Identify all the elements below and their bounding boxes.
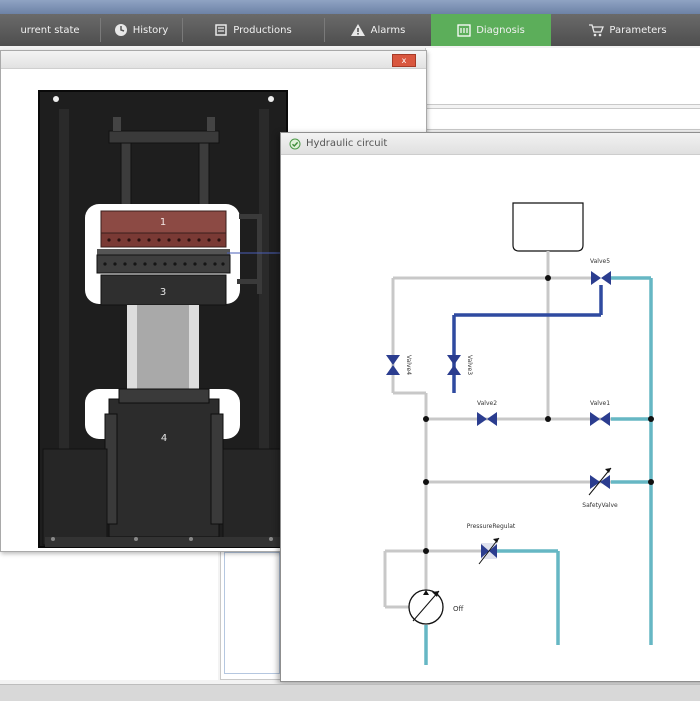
tab-parameters[interactable]: Parameters (555, 14, 700, 46)
press-machine-drawing: 1 3 4 (38, 90, 306, 548)
valve1[interactable]: Valve1 (590, 400, 610, 426)
alarm-warning-icon (350, 24, 365, 36)
safety-valve[interactable]: SafetyValve (582, 467, 618, 509)
background-panel (220, 548, 284, 680)
history-icon (114, 24, 127, 36)
part-label-3: 3 (160, 287, 166, 298)
history-tab-label: History (132, 24, 169, 36)
hydraulic-window-titlebar: Hydraulic circuit (281, 133, 700, 155)
oil-tank (512, 202, 584, 252)
productions-icon (215, 24, 228, 36)
valve3[interactable]: Valve3 (447, 355, 473, 375)
hydraulic-pump[interactable]: Off (408, 589, 464, 625)
tab-productions[interactable]: Productions (183, 14, 323, 46)
hydraulic-cylinder-4 (108, 398, 220, 538)
part-label-4: 4 (161, 433, 167, 444)
parameters-tab-label: Parameters (609, 24, 667, 36)
tab-divider (100, 18, 101, 42)
moving-platen-3 (100, 274, 227, 306)
background-panel (0, 552, 218, 680)
pressure-line (452, 285, 603, 393)
alarms-tab-label: Alarms (370, 24, 406, 36)
tab-history[interactable]: History (101, 14, 181, 46)
hydraulic-circuit-diagram: Valve5 Valve4 Valve3 Valve2 Valve1 Safet… (383, 202, 654, 665)
background-panel (425, 48, 700, 105)
valve5-label: Valve5 (590, 258, 610, 265)
tab-divider (324, 18, 325, 42)
valve4-label: Valve4 (405, 355, 412, 375)
machine-window-titlebar: x (1, 51, 426, 69)
pump-state-label: Off (453, 605, 464, 613)
main-tab-bar: urrent state History Productions Alarms … (0, 14, 700, 46)
piston-rod (137, 305, 189, 397)
close-button[interactable]: x (392, 54, 416, 67)
valve1-label: Valve1 (590, 400, 610, 407)
bottom-status-bar (0, 684, 700, 701)
productions-tab-label: Productions (233, 24, 292, 36)
tab-divider (182, 18, 183, 42)
return-lines (424, 276, 653, 665)
valve2-label: Valve2 (477, 400, 497, 407)
current-state-tab-label: urrent state (20, 24, 80, 36)
window-status-icon (289, 138, 301, 149)
hydraulic-circuit-window: Hydraulic circuit (280, 132, 700, 682)
background-panel (425, 108, 700, 130)
parameters-cart-icon (589, 24, 605, 37)
hydraulic-window-title: Hydraulic circuit (306, 138, 388, 149)
diagnosis-tab-label: Diagnosis (476, 24, 525, 36)
tab-diagnosis[interactable]: Diagnosis (431, 14, 551, 46)
valve4[interactable]: Valve4 (386, 355, 412, 375)
valve3-label: Valve3 (466, 355, 473, 375)
valve5[interactable]: Valve5 (590, 258, 611, 285)
background-frame (224, 552, 280, 674)
valve2[interactable]: Valve2 (477, 400, 497, 426)
part-label-1: 1 (160, 217, 166, 228)
bolt-icon (268, 96, 274, 102)
close-label: x (401, 56, 407, 65)
tab-alarms[interactable]: Alarms (325, 14, 430, 46)
pressure-regulator[interactable]: PressureRegulat (467, 523, 516, 565)
bolt-icon (53, 96, 59, 102)
diagnosis-icon (457, 23, 471, 37)
pressure-regulator-label: PressureRegulat (467, 523, 516, 530)
safety-valve-label: SafetyValve (582, 502, 618, 509)
os-taskbar (0, 0, 700, 14)
tab-current-state[interactable]: urrent state (0, 14, 100, 46)
